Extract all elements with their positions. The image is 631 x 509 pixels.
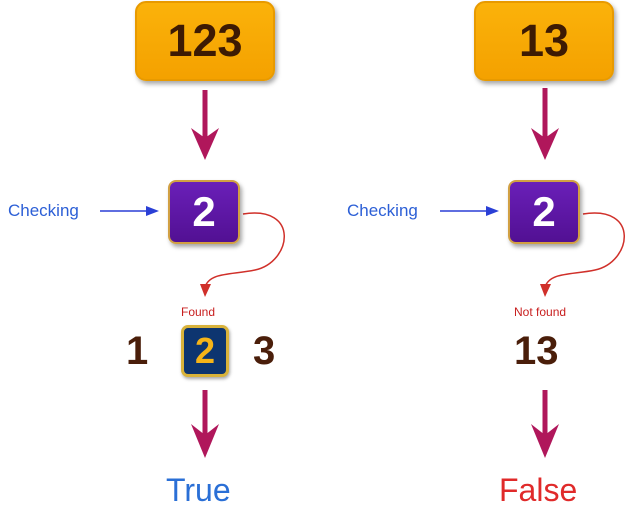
found-digit-box: 2 xyxy=(181,325,229,377)
check-digit-left: 2 xyxy=(192,188,216,235)
checking-label-right: Checking xyxy=(347,201,418,220)
check-digit-box-left: 2 xyxy=(168,180,240,244)
curve-arrow-left xyxy=(200,212,285,297)
arrow-input-to-check-left xyxy=(191,90,219,160)
input-number-right: 13 xyxy=(518,15,570,66)
check-digit-right: 2 xyxy=(532,188,556,235)
input-number-box-left: 123 xyxy=(135,1,275,81)
found-label: Found xyxy=(181,305,216,319)
input-number-left: 123 xyxy=(167,15,243,66)
result-true: True xyxy=(166,472,231,508)
arrow-digits-to-result-left xyxy=(191,390,219,458)
not-found-label: Not found xyxy=(514,305,567,319)
digit-2-highlighted: 2 xyxy=(194,330,216,371)
digit-1: 1 xyxy=(126,329,149,373)
checking-arrow-left xyxy=(100,206,159,216)
arrow-input-to-check-right xyxy=(531,88,559,160)
digit-3: 3 xyxy=(253,329,276,373)
remaining-digits: 13 xyxy=(514,329,559,373)
input-number-box-right: 13 xyxy=(474,1,614,81)
curve-arrow-right xyxy=(540,212,625,297)
checking-label-left: Checking xyxy=(8,201,79,220)
arrow-digits-to-result-right xyxy=(531,390,559,458)
checking-arrow-right xyxy=(440,206,499,216)
check-digit-box-right: 2 xyxy=(508,180,580,244)
result-false: False xyxy=(499,472,578,508)
